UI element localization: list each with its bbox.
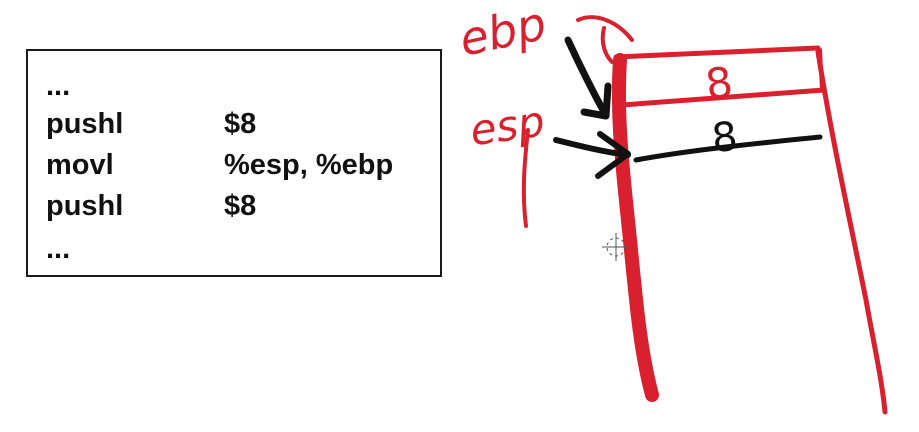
slot-top-line bbox=[613, 45, 821, 60]
left-edge-stroke bbox=[521, 128, 530, 228]
slot-divider-line bbox=[619, 87, 827, 108]
code-mnemonic: movl bbox=[46, 149, 114, 181]
code-mnemonic: ... bbox=[46, 70, 71, 102]
ebp-label-flourish bbox=[576, 15, 634, 64]
code-mnemonic: pushl bbox=[46, 108, 124, 140]
ebp-arrow-shaft bbox=[564, 36, 608, 116]
stack-left-wall bbox=[611, 53, 659, 402]
code-operand: $8 bbox=[224, 108, 257, 140]
esp-label: esp bbox=[467, 96, 547, 155]
slot-bottom-line bbox=[633, 134, 823, 163]
code-mnemonic: pushl bbox=[46, 190, 124, 222]
stack-right-wall bbox=[815, 49, 888, 415]
crosshair-cursor-icon bbox=[602, 233, 630, 261]
ebp-arrow-head bbox=[580, 82, 612, 120]
ebp-label: ebp bbox=[455, 0, 551, 67]
slot-value-top: 8 bbox=[702, 57, 735, 109]
code-operand: $8 bbox=[224, 190, 257, 222]
esp-arrow-head bbox=[595, 131, 631, 179]
code-operand: %esp, %ebp bbox=[224, 149, 394, 181]
esp-arrow-shaft bbox=[553, 137, 631, 158]
slot-value-bottom: 8 bbox=[710, 114, 740, 162]
code-mnemonic: ... bbox=[46, 233, 71, 265]
assembly-code-box: ... pushl $8 movl %esp, %ebp pushl $8 ..… bbox=[26, 49, 442, 277]
slot-right-edge bbox=[818, 48, 824, 92]
